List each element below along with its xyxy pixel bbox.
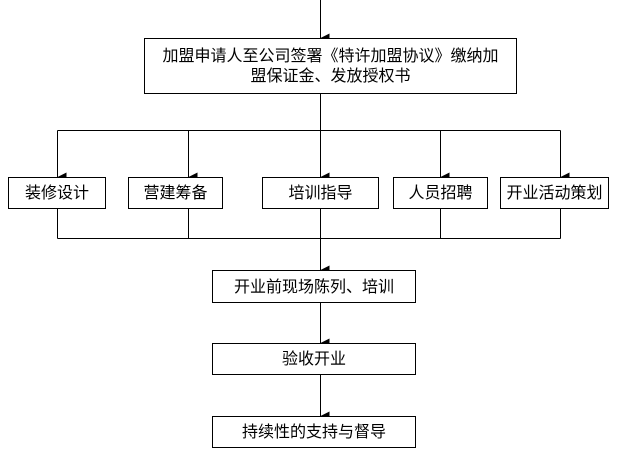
step-box-label: 持续性的支持与督导 — [241, 422, 386, 441]
step-box-label: 开业前现场陈列、培训 — [233, 276, 394, 296]
branch-box-label: 培训指导 — [288, 183, 353, 202]
step-box-acceptance: 验收开业 — [212, 343, 416, 375]
step-box-label: 验收开业 — [281, 349, 346, 368]
step-box-text-line: 加盟申请人至公司签署《特许加盟协议》缴纳加 — [162, 46, 499, 65]
step-box-sign-agreement: 加盟申请人至公司签署《特许加盟协议》缴纳加 盟保证金、发放授权书 — [144, 38, 517, 94]
branch-box-label: 人员招聘 — [408, 183, 473, 202]
branch-box-label: 开业活动策划 — [506, 183, 603, 202]
branch-box-design: 装修设计 — [8, 177, 106, 209]
step-box-display-training: 开业前现场陈列、培训 — [212, 270, 416, 303]
step-box-support: 持续性的支持与督导 — [212, 416, 416, 448]
branch-box-construction: 营建筹备 — [128, 177, 223, 209]
step-box-text-line: 盟保证金、发放授权书 — [250, 66, 411, 85]
branch-box-recruitment: 人员招聘 — [393, 177, 488, 209]
branch-box-label: 装修设计 — [24, 183, 89, 202]
branch-box-opening-event: 开业活动策划 — [500, 177, 609, 209]
branch-box-label: 营建筹备 — [143, 183, 208, 202]
branch-box-training: 培训指导 — [262, 177, 379, 209]
